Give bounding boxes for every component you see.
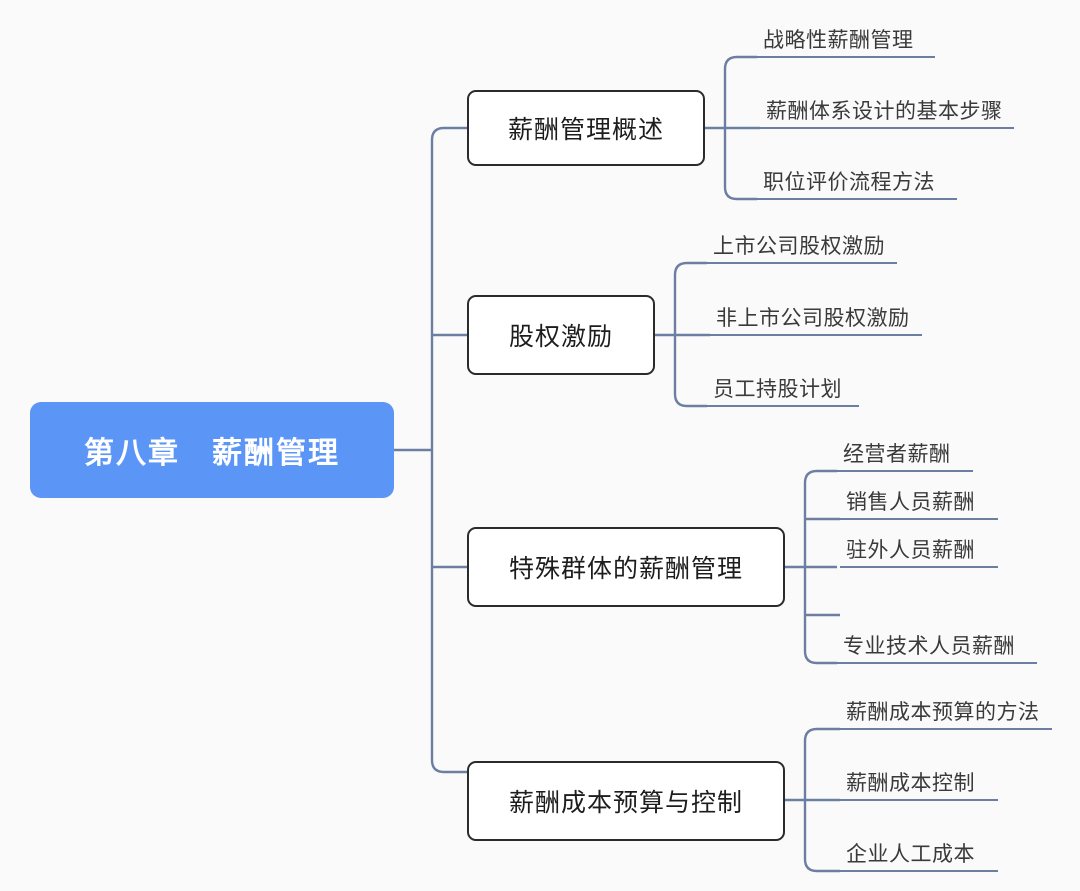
branch-node-3[interactable]: 特殊群体的薪酬管理 <box>467 527 785 607</box>
leaf-item-4-1-label: 薪酬成本预算的方法 <box>846 700 1040 724</box>
leaf-item-2-1[interactable]: 上市公司股权激励 <box>707 234 897 264</box>
branch-node-1-label: 薪酬管理概述 <box>507 117 664 144</box>
leaf-item-3-1-label: 经营者薪酬 <box>843 442 951 466</box>
leaf-item-3-4-label: 专业技术人员薪酬 <box>843 634 1015 658</box>
leaf-item-1-2-label: 薪酬体系设计的基本步骤 <box>766 99 1003 123</box>
leaf-item-1-1-label: 战略性薪酬管理 <box>763 28 914 52</box>
leaf-item-2-1-label: 上市公司股权激励 <box>713 234 885 258</box>
leaf-item-3-4[interactable]: 专业技术人员薪酬 <box>837 634 1037 664</box>
leaf-item-3-3[interactable]: 驻外人员薪酬 <box>840 538 998 568</box>
leaf-item-1-3-label: 职位评价流程方法 <box>763 170 935 194</box>
leaf-item-3-3-label: 驻外人员薪酬 <box>846 538 975 562</box>
branch-node-1[interactable]: 薪酬管理概述 <box>467 90 705 166</box>
leaf-item-4-2[interactable]: 薪酬成本控制 <box>840 771 998 801</box>
leaf-item-4-3-label: 企业人工成本 <box>846 842 975 866</box>
leaf-item-1-2[interactable]: 薪酬体系设计的基本步骤 <box>760 99 1014 129</box>
root-node-label: 第八章 薪酬管理 <box>84 437 340 470</box>
root-node[interactable]: 第八章 薪酬管理 <box>30 402 394 498</box>
branch-node-3-label: 特殊群体的薪酬管理 <box>508 556 743 583</box>
leaf-item-3-1[interactable]: 经营者薪酬 <box>837 442 973 472</box>
leaf-item-2-2-label: 非上市公司股权激励 <box>716 306 910 330</box>
leaf-item-1-3[interactable]: 职位评价流程方法 <box>757 170 957 200</box>
leaf-item-2-3-label: 员工持股计划 <box>713 377 842 401</box>
branch-node-4[interactable]: 薪酬成本预算与控制 <box>467 761 785 841</box>
leaf-item-3-2-label: 销售人员薪酬 <box>846 490 975 514</box>
branch-node-4-label: 薪酬成本预算与控制 <box>508 790 743 817</box>
branch-node-2-label: 股权激励 <box>508 324 613 351</box>
branch-node-2[interactable]: 股权激励 <box>467 295 655 375</box>
leaf-item-4-1[interactable]: 薪酬成本预算的方法 <box>840 700 1052 730</box>
leaf-item-4-3[interactable]: 企业人工成本 <box>840 842 998 872</box>
leaf-item-4-2-label: 薪酬成本控制 <box>846 771 975 795</box>
leaf-item-1-1[interactable]: 战略性薪酬管理 <box>757 28 935 58</box>
leaf-item-3-2[interactable]: 销售人员薪酬 <box>840 490 998 520</box>
leaf-item-2-3[interactable]: 员工持股计划 <box>707 377 859 407</box>
leaf-item-2-2[interactable]: 非上市公司股权激励 <box>710 306 922 336</box>
